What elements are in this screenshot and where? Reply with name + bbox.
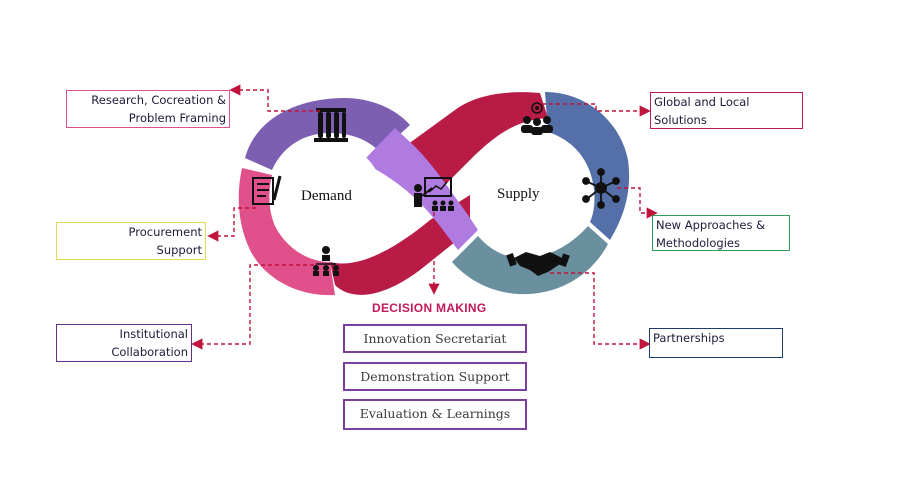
research-line2: Problem Framing [128,111,226,125]
connector-approaches [617,187,658,219]
procurement-box: Procurement Support [56,222,206,260]
blue-segment [545,92,630,240]
demand-label: Demand [301,188,352,204]
demonstration-support-box: Demonstration Support [343,362,527,391]
innovation-secretariat-box: Innovation Secretariat [343,324,527,353]
crimson-band-upper [400,92,548,195]
procurement-line1: Procurement [128,225,202,239]
approaches-line1: New Approaches & [656,218,766,232]
supply-label: Supply [497,186,540,202]
presenter-icon [414,177,454,211]
handshake-icon [506,252,570,276]
global-line1: Global and Local [654,95,750,109]
crimson-band-lower [330,195,470,295]
approaches-box: New Approaches & Methodologies [652,215,790,251]
institutional-line2: Collaboration [111,345,188,359]
demand-hole [273,142,383,252]
procurement-line2: Support [156,243,202,257]
connector-research [229,84,320,112]
evaluation-learnings-box: Evaluation & Learnings [343,399,527,430]
connector-partnerships [550,272,651,350]
team-star-icon [521,102,553,135]
decision-making-title: DECISION MAKING [372,301,487,315]
global-box: Global and Local Solutions [650,92,803,129]
research-box: Research, Cocreation & Problem Framing [66,90,230,128]
institutional-line1: Institutional [119,327,188,341]
org-chart-icon [313,246,339,276]
connector-global [542,103,651,117]
network-icon [582,168,620,209]
supply-hole [477,142,583,248]
connector-procurement [207,207,256,242]
pink-segment [238,168,335,296]
document-pen-icon [252,175,282,205]
connector-institutional [191,264,314,350]
purple-segment [245,98,410,170]
partnerships-line1: Partnerships [653,331,725,345]
approaches-line2: Methodologies [656,236,740,250]
test-tubes-icon [314,108,348,142]
partnerships-box: Partnerships [649,328,783,358]
global-line2: Solutions [654,113,707,127]
institutional-box: Institutional Collaboration [56,324,192,362]
research-line1: Research, Cocreation & [91,93,226,107]
